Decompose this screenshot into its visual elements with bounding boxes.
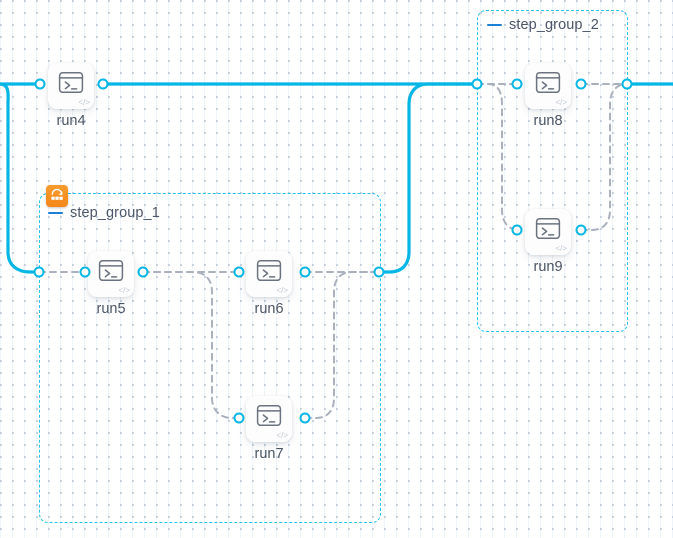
port-in-run9[interactable]: [511, 224, 523, 236]
port-in-run4[interactable]: [34, 78, 46, 90]
port-out-run4[interactable]: [97, 78, 109, 90]
trunk-edge-2: [0, 82, 41, 274]
terminal-icon: [535, 71, 561, 100]
trunk-edge-3: [377, 82, 479, 274]
code-glyph-icon: </>: [276, 431, 288, 440]
node-label-run9: run9: [533, 259, 563, 275]
node-card[interactable]: [88, 251, 134, 297]
group-name-text: step_group_2: [509, 17, 599, 33]
terminal-icon: [256, 404, 282, 433]
node-card[interactable]: [48, 63, 94, 109]
port-out-run6[interactable]: [299, 266, 311, 278]
port-group-2-input-port[interactable]: [471, 78, 483, 90]
port-out-run9[interactable]: [575, 224, 587, 236]
terminal-icon: [535, 217, 561, 246]
node-run4[interactable]: </> run4: [48, 63, 94, 129]
node-label-run4: run4: [56, 113, 86, 129]
port-group-1-output-port[interactable]: [373, 266, 385, 278]
node-card[interactable]: [246, 396, 292, 442]
group-container-step_group_1[interactable]: [39, 193, 381, 523]
port-out-run8[interactable]: [575, 78, 587, 90]
code-glyph-icon: </>: [555, 244, 567, 253]
port-group-1-input-port[interactable]: [33, 266, 45, 278]
group-label-step_group_1[interactable]: step_group_1: [48, 205, 160, 221]
port-in-run7[interactable]: [233, 412, 245, 424]
node-label-run6: run6: [254, 301, 284, 317]
node-card[interactable]: [246, 251, 292, 297]
node-card[interactable]: [525, 209, 571, 255]
node-label-run5: run5: [96, 301, 126, 317]
terminal-icon: [98, 259, 124, 288]
port-out-run5[interactable]: [137, 266, 149, 278]
node-run6[interactable]: </> run6: [246, 251, 292, 317]
terminal-icon: [58, 71, 84, 100]
code-glyph-icon: </>: [555, 98, 567, 107]
node-label-run8: run8: [533, 113, 563, 129]
group-collapse-minus-icon[interactable]: [48, 211, 63, 215]
group-container-step_group_2[interactable]: [477, 10, 628, 332]
node-card[interactable]: [525, 63, 571, 109]
code-glyph-icon: </>: [78, 98, 90, 107]
group-label-step_group_2[interactable]: step_group_2: [487, 17, 599, 33]
node-run9[interactable]: </> run9: [525, 209, 571, 275]
node-run5[interactable]: </> run5: [88, 251, 134, 317]
code-glyph-icon: </>: [118, 286, 130, 295]
port-in-run8[interactable]: [511, 78, 523, 90]
loop-iteration-badge-icon[interactable]: [46, 185, 68, 207]
node-run7[interactable]: </> run7: [246, 396, 292, 462]
node-run8[interactable]: </> run8: [525, 63, 571, 129]
group-collapse-minus-icon[interactable]: [487, 23, 502, 27]
port-in-run6[interactable]: [233, 266, 245, 278]
terminal-icon: [256, 259, 282, 288]
group-name-text: step_group_1: [70, 205, 160, 221]
node-label-run7: run7: [254, 446, 284, 462]
port-out-run7[interactable]: [299, 412, 311, 424]
code-glyph-icon: </>: [276, 286, 288, 295]
port-in-run5[interactable]: [79, 266, 91, 278]
port-group-2-output-port[interactable]: [621, 78, 633, 90]
